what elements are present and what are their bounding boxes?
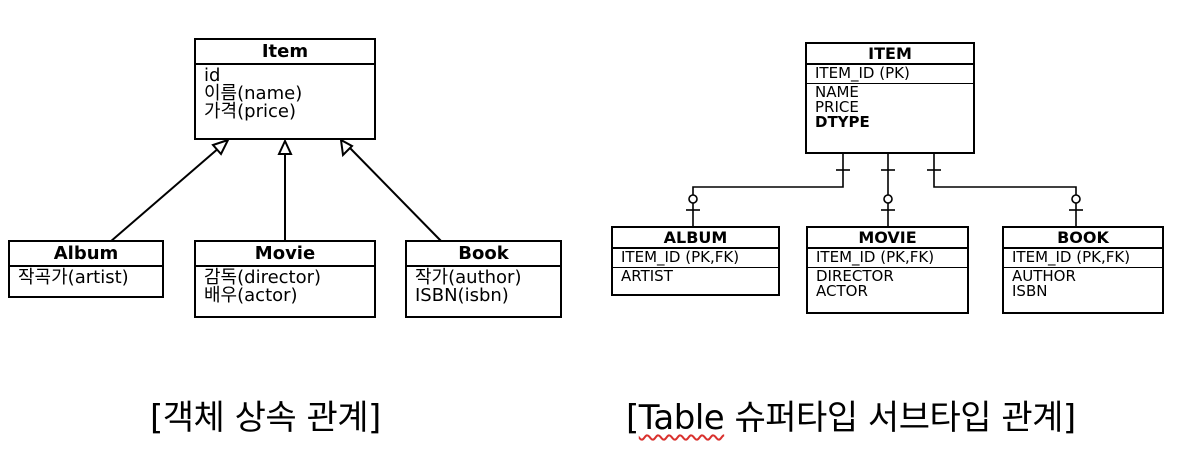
column: DIRECTOR (816, 267, 894, 285)
table-name: MOVIE (808, 228, 967, 249)
caption-object-inheritance: [객체 상속 관계] (150, 398, 381, 438)
arrowhead-movie (277, 138, 293, 155)
field: 가격(price) (204, 101, 296, 122)
class-item: Item id 이름(name) 가격(price) (194, 38, 376, 140)
column-discriminator: DTYPE (815, 113, 870, 131)
class-book: Book 작가(author) ISBN(isbn) (405, 240, 562, 318)
table-book: BOOK ITEM_ID (PK,FK) AUTHOR ISBN (1002, 226, 1164, 314)
arrowhead-album (211, 138, 230, 156)
caption-rest: 슈퍼타입 서브타입 관계] (724, 398, 1076, 438)
table-columns: DIRECTOR ACTOR (808, 267, 967, 301)
class-name: Book (407, 242, 560, 267)
class-name: Album (10, 242, 162, 267)
class-fields: 작가(author) ISBN(isbn) (407, 267, 560, 308)
table-key: ITEM_ID (PK,FK) (613, 249, 778, 267)
class-fields: 감독(director) 배우(actor) (196, 267, 374, 308)
key-column: ITEM_ID (PK,FK) (816, 248, 935, 266)
table-columns: AUTHOR ISBN (1004, 267, 1162, 301)
class-fields: 작곡가(artist) (10, 267, 162, 290)
table-movie: MOVIE ITEM_ID (PK,FK) DIRECTOR ACTOR (806, 226, 969, 314)
column: ACTOR (816, 282, 868, 300)
generalization-book (348, 146, 443, 243)
relationship-album (692, 153, 844, 226)
zero-mark-album (688, 194, 698, 204)
key-column: ITEM_ID (PK,FK) (1012, 248, 1131, 266)
zero-mark-book (1071, 194, 1081, 204)
table-name: BOOK (1004, 228, 1162, 249)
table-key: ITEM_ID (PK) (807, 65, 973, 83)
field: 배우(actor) (204, 285, 298, 306)
class-movie: Movie 감독(director) 배우(actor) (194, 240, 376, 318)
arrowhead-book (339, 138, 354, 158)
caption-word-table: Table (638, 398, 725, 438)
table-key: ITEM_ID (PK,FK) (808, 249, 967, 267)
field: id (204, 65, 221, 86)
table-name: ALBUM (613, 228, 778, 249)
table-album: ALBUM ITEM_ID (PK,FK) ARTIST (611, 226, 780, 296)
field: 이름(name) (204, 83, 303, 104)
field: ISBN(isbn) (415, 285, 509, 306)
column: ISBN (1012, 282, 1048, 300)
table-item: ITEM ITEM_ID (PK) NAME PRICE DTYPE (805, 42, 975, 154)
key-column: ITEM_ID (PK) (815, 64, 910, 82)
field: 작곡가(artist) (18, 267, 129, 288)
class-name: Movie (196, 242, 374, 267)
generalization-album (109, 146, 221, 243)
table-columns: ARTIST (613, 267, 778, 286)
column: AUTHOR (1012, 267, 1076, 285)
caption-bracket: [ (626, 398, 639, 438)
column: PRICE (815, 98, 859, 116)
key-column: ITEM_ID (PK,FK) (621, 248, 740, 266)
column: ARTIST (621, 267, 673, 285)
field: 작가(author) (415, 267, 522, 288)
class-album: Album 작곡가(artist) (8, 240, 164, 298)
table-name: ITEM (807, 44, 973, 65)
caption-table-relationship: [Table 슈퍼타입 서브타입 관계] (626, 390, 1076, 439)
zero-mark-movie (883, 194, 893, 204)
class-fields: id 이름(name) 가격(price) (196, 65, 374, 124)
relationship-book (933, 153, 1077, 226)
column: NAME (815, 83, 859, 101)
table-key: ITEM_ID (PK,FK) (1004, 249, 1162, 267)
field: 감독(director) (204, 267, 322, 288)
table-columns: NAME PRICE DTYPE (807, 83, 973, 132)
class-name: Item (196, 40, 374, 65)
